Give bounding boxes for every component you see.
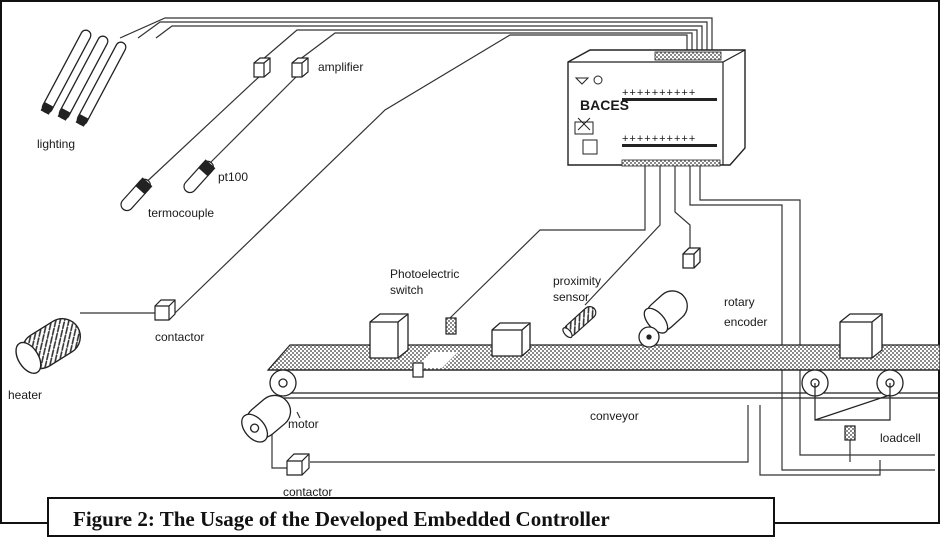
controller-name: BACES xyxy=(580,97,629,113)
contactor-bottom-icon xyxy=(286,453,310,476)
label-lighting: lighting xyxy=(37,137,75,151)
amplifier-icons xyxy=(253,57,309,78)
proximity-sensor-icon xyxy=(562,305,597,339)
outer-border xyxy=(0,0,940,524)
loadcell-icon xyxy=(844,425,856,441)
rotary-encoder-icon xyxy=(638,247,701,348)
label-photoelectric-2: switch xyxy=(390,283,423,297)
label-proximity-2: sensor xyxy=(553,290,589,304)
label-motor: motor xyxy=(288,417,319,431)
wiring xyxy=(80,17,935,476)
label-rotary-2: encoder xyxy=(724,315,767,329)
label-heater: heater xyxy=(8,388,42,402)
pt100-icon xyxy=(183,159,216,194)
label-contactor-top: contactor xyxy=(155,330,204,344)
motor-icon xyxy=(241,394,292,443)
label-pt100: pt100 xyxy=(218,170,248,184)
contactor-top-icon xyxy=(154,299,176,321)
figure-caption: Figure 2: The Usage of the Developed Emb… xyxy=(47,497,775,537)
label-rotary-1: rotary xyxy=(724,295,755,309)
heater-icon xyxy=(15,317,82,374)
label-loadcell: loadcell xyxy=(880,431,921,445)
conveyor-belt xyxy=(266,344,940,421)
pin-row-bottom: ++++++++++ xyxy=(622,133,696,145)
system-diagram: lighting amplifier pt100 termocouple xyxy=(0,0,940,524)
lighting-tubes xyxy=(40,29,127,127)
photoelectric-switch-icon xyxy=(412,317,457,378)
belt-boxes xyxy=(369,313,883,359)
label-contactor-bottom: contactor xyxy=(283,485,332,499)
label-conveyor: conveyor xyxy=(590,409,639,423)
label-termocouple: termocouple xyxy=(148,206,214,220)
termocouple-icon xyxy=(120,177,153,212)
label-photoelectric-1: Photoelectric xyxy=(390,267,459,281)
label-proximity-1: proximity xyxy=(553,274,601,288)
pin-row-top: ++++++++++ xyxy=(622,87,696,99)
label-amplifier: amplifier xyxy=(318,60,363,74)
baces-controller: ++++++++++ ++++++++++ BACES xyxy=(567,49,746,167)
